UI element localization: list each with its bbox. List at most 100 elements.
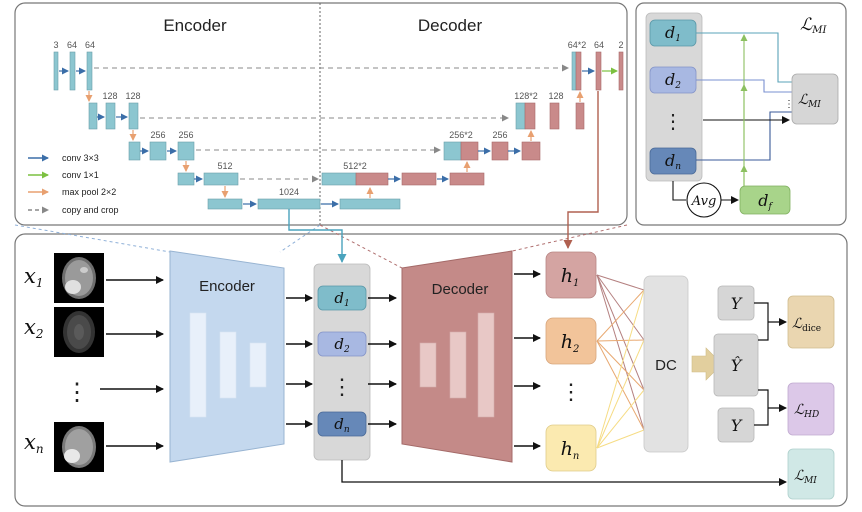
dec4-block-up <box>355 172 389 186</box>
input-x1: x1 <box>24 264 43 290</box>
input-xn: xn <box>24 430 44 456</box>
dec2-block-up <box>524 102 536 130</box>
input-x2: x2 <box>24 315 43 341</box>
enc1-ch-a: 3 <box>53 40 58 50</box>
mi-panel: ℒMI d1 d2 ⋮ dn ⋮ ℒMI Avg df <box>635 2 847 226</box>
dec3-block-up <box>460 141 479 161</box>
dec1-ch-b: 64 <box>594 40 604 50</box>
mi-panel-title: ℒMI <box>800 15 827 36</box>
svg-text:ℒHD: ℒHD <box>794 402 819 420</box>
dc-label: DC <box>655 357 677 374</box>
unet-decoder-title: Decoder <box>418 16 483 35</box>
legend-maxpool: max pool 2×2 <box>62 187 116 197</box>
mi-loss-box <box>791 73 839 125</box>
unet-legend: conv 3×3 conv 1×1 max pool 2×2 copy and … <box>28 153 119 215</box>
svg-text:d1: d1 <box>334 289 349 309</box>
mi-feature-column <box>645 12 703 182</box>
enc2-block-b <box>105 102 116 130</box>
enc2-ch-b: 128 <box>125 91 140 101</box>
dc-block <box>643 275 689 453</box>
pipeline-feature-d1 <box>317 285 367 311</box>
dec2-block-c <box>575 102 585 130</box>
svg-text:⋮: ⋮ <box>784 99 794 110</box>
svg-text:d2: d2 <box>665 70 681 91</box>
enc2-block-a <box>88 102 98 130</box>
pipeline-panel: x1 x2 ⋮ xn Encoder <box>14 91 848 507</box>
pipeline-feature-dn <box>317 411 367 437</box>
enc4-block-b <box>203 172 239 186</box>
enc1-block-c <box>86 51 93 91</box>
svg-text:d2: d2 <box>334 335 350 355</box>
dec4-block-c <box>449 172 485 186</box>
dec1-block-out <box>618 51 624 91</box>
dec1-ch-a: 64*2 <box>568 40 587 50</box>
dec1-ch-c: 2 <box>618 40 623 50</box>
dec2-block-copy <box>515 102 526 130</box>
enc2-block-c <box>128 102 139 130</box>
enc3-ch-b: 256 <box>178 130 193 140</box>
enc3-block-b <box>149 141 167 161</box>
svg-text:ℒMI: ℒMI <box>794 468 817 486</box>
dec3-ch-b: 256 <box>492 130 507 140</box>
pipeline-feature-dots: ⋮ <box>331 374 353 399</box>
pipeline-decoder-label: Decoder <box>432 281 489 298</box>
fused-feature-df <box>739 185 791 215</box>
svg-text:ℒdice: ℒdice <box>792 316 821 334</box>
svg-text:df: df <box>758 191 773 212</box>
unet-encoder-title: Encoder <box>163 16 227 35</box>
prediction-y-hat <box>713 333 759 397</box>
mri-image-n <box>54 422 104 472</box>
mi-loss-label: ℒMI <box>798 92 821 110</box>
bottleneck-block-a <box>207 198 243 210</box>
dec3-block-c <box>521 141 541 161</box>
loss-mi <box>787 448 835 500</box>
dec3-block-copy <box>443 141 462 161</box>
head-hn <box>545 424 597 472</box>
dec4-block-copy <box>321 172 357 186</box>
dec2-ch-b: 128 <box>548 91 563 101</box>
enc3-ch-a: 256 <box>150 130 165 140</box>
dec1-block-b <box>595 51 602 91</box>
mi-feature-dots: ⋮ <box>663 111 683 133</box>
dec3-block-b <box>491 141 509 161</box>
head-dots: ⋮ <box>560 379 582 404</box>
enc1-block-a <box>53 51 59 91</box>
svg-text:Y: Y <box>731 294 743 313</box>
bottleneck-block-b <box>257 198 321 210</box>
svg-text:dn: dn <box>334 415 350 435</box>
head-h1 <box>545 251 597 299</box>
dec4-ch: 512*2 <box>343 161 367 171</box>
loss-hd <box>787 382 835 436</box>
head-dc-connections <box>596 274 645 449</box>
legend-conv3: conv 3×3 <box>62 153 99 163</box>
enc3-block-c <box>177 141 195 161</box>
svg-text:h2: h2 <box>561 331 580 355</box>
svg-text:Ŷ: Ŷ <box>731 355 743 375</box>
dec4-block-b <box>401 172 437 186</box>
head-h2 <box>545 317 597 365</box>
avg-label: Avg <box>691 194 717 209</box>
legend-conv1: conv 1×1 <box>62 170 99 180</box>
dec1-block-copy <box>571 51 577 91</box>
loss-dice <box>787 295 835 349</box>
svg-text:hn: hn <box>561 438 580 462</box>
dec2-block-b <box>549 102 560 130</box>
svg-text:h1: h1 <box>561 265 580 289</box>
enc1-ch-b: 64 <box>67 40 77 50</box>
enc2-ch-a: 128 <box>102 91 117 101</box>
svg-text:Y: Y <box>731 416 743 435</box>
dec2-ch-a: 128*2 <box>514 91 538 101</box>
svg-text:d1: d1 <box>665 23 681 44</box>
bottleneck-block-c <box>339 198 401 210</box>
mri-image-1 <box>54 253 104 303</box>
pipeline-feature-d2 <box>317 331 367 357</box>
enc4-ch: 512 <box>217 161 232 171</box>
pipeline-encoder-label: Encoder <box>199 278 255 295</box>
legend-copy-crop: copy and crop <box>62 205 119 215</box>
dec3-ch-a: 256*2 <box>449 130 473 140</box>
dec1-block-up <box>575 51 582 91</box>
unet-panel: Encoder Decoder 3 64 64 128 128 256 256 <box>14 2 628 226</box>
enc1-ch-c: 64 <box>85 40 95 50</box>
svg-text:dn: dn <box>665 151 681 172</box>
